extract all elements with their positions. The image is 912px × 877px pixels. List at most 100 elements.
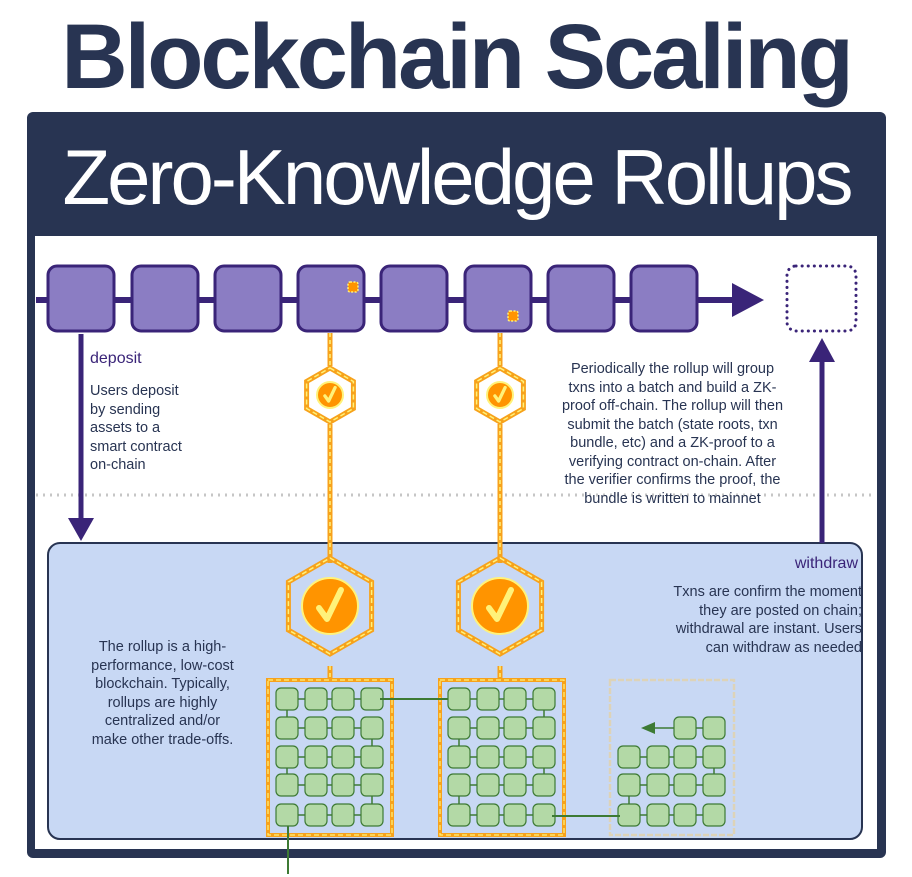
- withdraw-description-line: Txns are confirm the moment: [673, 584, 862, 600]
- rollup-batch-pending: [608, 678, 736, 837]
- deposit-description-line: smart contract: [90, 438, 182, 455]
- mainchain-block: [463, 264, 533, 333]
- transaction-block: [304, 716, 328, 740]
- rollup-note: The rollup is a high-performance, low-co…: [55, 638, 270, 749]
- transaction-block: [331, 745, 355, 769]
- rollup-note-line: centralized and/or: [104, 713, 221, 729]
- transaction-block: [617, 803, 641, 827]
- transaction-block: [275, 716, 299, 740]
- arrow-left-icon: [641, 722, 655, 734]
- withdraw-description-line: withdrawal are instant. Users: [675, 621, 862, 637]
- transaction-block: [331, 716, 355, 740]
- transaction-block: [447, 716, 471, 740]
- mainchain-block: [130, 264, 200, 333]
- proof-marker: [347, 281, 359, 293]
- transaction-block: [646, 745, 670, 769]
- rollup-note-line: make other trade-offs.: [91, 731, 234, 748]
- deposit-description-line: by sending: [90, 401, 161, 418]
- transaction-block: [447, 803, 471, 827]
- arrow-right-icon: [732, 283, 764, 317]
- transaction-block: [532, 716, 556, 740]
- deposit-description-line: assets to a: [90, 420, 161, 436]
- transaction-block: [476, 773, 500, 797]
- transaction-block: [275, 687, 299, 711]
- checkmark-icon: [316, 587, 344, 622]
- arrow-down-icon: [68, 518, 94, 541]
- transaction-block: [476, 687, 500, 711]
- transaction-block: [275, 773, 299, 797]
- transaction-block: [646, 773, 670, 797]
- diagram-subtitle: Zero-Knowledge Rollups: [62, 133, 853, 221]
- pending-mainchain-block: [785, 264, 858, 333]
- transaction-block: [617, 745, 641, 769]
- deposit-description: Users deposit by sending assets to a smart …: [90, 382, 182, 475]
- batch-note-line: bundle is written to mainnet: [584, 490, 761, 507]
- proof-marker: [507, 310, 519, 322]
- mainchain-block: [213, 264, 283, 333]
- page-title: Blockchain Scaling: [61, 6, 854, 108]
- transaction-block: [673, 803, 697, 827]
- transaction-block: [360, 803, 384, 827]
- transaction-block: [331, 687, 355, 711]
- transaction-block: [503, 803, 527, 827]
- transaction-block: [447, 687, 471, 711]
- transaction-block: [673, 716, 697, 740]
- transaction-block: [476, 716, 500, 740]
- transaction-block: [275, 803, 299, 827]
- transaction-block: [673, 745, 697, 769]
- withdraw-label: withdraw: [794, 555, 858, 572]
- transaction-block: [532, 773, 556, 797]
- mainchain-blocks: [46, 264, 699, 333]
- mainchain-block: [379, 264, 449, 333]
- transaction-block: [360, 745, 384, 769]
- transaction-block: [304, 773, 328, 797]
- transaction-block: [702, 745, 726, 769]
- batch-note-line: submit the batch (state roots, txn: [567, 416, 778, 433]
- deposit-description-line: Users deposit: [90, 383, 179, 399]
- mainchain-block: [296, 264, 366, 333]
- transaction-block: [476, 745, 500, 769]
- mainchain-block: [46, 264, 116, 333]
- transaction-block: [275, 745, 299, 769]
- transaction-block: [532, 803, 556, 827]
- rollup-batches: [266, 678, 736, 837]
- transaction-block: [532, 745, 556, 769]
- transaction-block: [304, 687, 328, 711]
- transaction-block: [304, 803, 328, 827]
- batch-frame-pending: [608, 678, 736, 837]
- transaction-block: [532, 687, 556, 711]
- transaction-block: [360, 687, 384, 711]
- transaction-block: [702, 773, 726, 797]
- transaction-block: [646, 803, 670, 827]
- batch-note-line: the verifier confirms the proof, the: [564, 472, 781, 488]
- rollup-note-line: The rollup is a high-: [98, 639, 227, 655]
- deposit-description-line: on-chain: [90, 457, 146, 473]
- transaction-block: [673, 773, 697, 797]
- withdraw-description-line: can withdraw as needed: [705, 639, 862, 656]
- transaction-block: [503, 773, 527, 797]
- checkmark-icon: [486, 587, 514, 622]
- transaction-block: [360, 716, 384, 740]
- mainchain-block: [546, 264, 616, 333]
- transaction-block: [503, 745, 527, 769]
- rollup-note-line: performance, low-cost: [91, 657, 234, 674]
- transaction-block: [331, 773, 355, 797]
- batch-frame-dash: [267, 679, 393, 836]
- transaction-block: [503, 716, 527, 740]
- transaction-block: [702, 716, 726, 740]
- proof-hexagon-dash: [305, 367, 355, 423]
- deposit-label: deposit: [90, 350, 142, 367]
- proof-hexagon-dash: [457, 557, 543, 655]
- transaction-block: [304, 745, 328, 769]
- proof-connectors: [285, 333, 545, 681]
- rollup-note-line: blockchain. Typically,: [95, 676, 230, 692]
- transaction-block: [360, 773, 384, 797]
- transaction-block: [331, 803, 355, 827]
- transaction-block: [617, 773, 641, 797]
- transaction-block: [476, 803, 500, 827]
- rollup-batch-verified: [438, 678, 566, 837]
- proof-hexagon-dash: [475, 367, 525, 423]
